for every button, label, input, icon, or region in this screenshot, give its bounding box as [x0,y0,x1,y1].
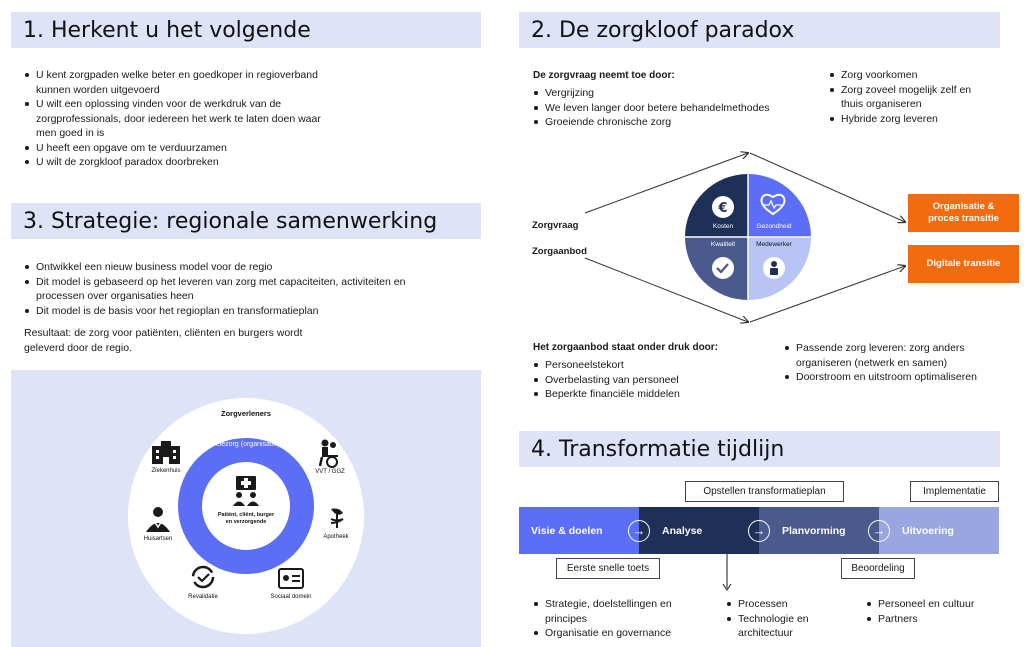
list-item: Beperkte financiële middelen [533,387,753,402]
demand-list: Vergrijzing We leven langer door betere … [533,86,803,130]
list-item: Dit model is gebaseerd op het leveren va… [24,275,424,304]
phase-label: Visie & doelen [531,524,603,537]
orange-box-digitaal: Digitale transitie [908,245,1019,283]
label-zorgvraag: Zorgvraag [532,220,579,231]
arrow-vraag-up [584,153,748,214]
list-item: U kent zorgpaden welke beter en goedkope… [24,68,324,97]
section3-list: Ontwikkel een nieuw business model voor … [24,260,424,318]
list-item: Hybride zorg leveren [829,112,989,127]
box-opstellen: Opstellen transformatieplan [685,481,844,502]
wheelchair-icon [318,439,338,468]
section2-header: 2. De zorgkloof paradox [519,12,1000,48]
phase-label: Planvorming [782,524,846,537]
section4-header: 4. Transformatie tijdlijn [519,431,1000,467]
list-item: Zorg voorkomen [829,68,989,83]
label-kwaliteit: Kwaliteit [710,241,736,248]
box-beoordeling: Beoordeling [841,558,915,579]
patient-icon [233,476,259,506]
list-item: Strategie, doelstellingen en principes [533,597,693,626]
box-implementatie: Implementatie [910,481,999,502]
telezorg-label: Telezorg (organisatie) [212,441,280,448]
arrow-aanbod-down [584,257,748,322]
phase-analyse: → Analyse [628,507,759,554]
list-item: Overbelasting van personeel [533,373,753,388]
list-item: Personeel en cultuur [866,597,1006,612]
timeline-col1: Strategie, doelstellingen en principes O… [533,597,693,641]
arrow-down-right [749,266,905,323]
list-item: Passende zorg leveren: zorg anders organ… [784,341,1004,370]
section3-header: 3. Strategie: regionale samenwerking [11,203,481,239]
arrow-up-right [749,152,905,222]
health-heart-icon [760,193,786,216]
list-item: Processen [726,597,846,612]
diagram-top-label: Zorgverleners [220,409,272,418]
arrow-right-icon: → [628,519,650,542]
supply-heading: Het zorgaanbod staat onder druk door: [533,342,719,353]
box-eerste-toets: Eerste snelle toets [556,558,660,579]
list-item: Groeiende chronische zorg [533,115,803,130]
center-label: Patiënt, cliënt, burger en verzorgende [217,512,275,525]
label-gezondheid: Gezondheid [756,223,792,230]
supply-solutions: Passende zorg leveren: zorg anders organ… [784,341,1004,385]
label-kosten: Kosten [712,223,734,230]
node-vvt: VVT / GGZ [315,469,345,475]
doctor-icon [146,507,170,532]
phase-uitvoering: → Uitvoering [868,507,999,554]
node-huisartsen: Huisartsen [143,536,173,542]
list-item: Vergrijzing [533,86,803,101]
section3-result: Resultaat: de zorg voor patiënten, cliën… [24,327,303,354]
phase-label: Uitvoering [902,524,954,537]
node-revalidatie: Revalidatie [188,594,218,600]
node-ziekenhuis: Ziekenhuis [151,468,181,474]
list-item: Zorg zoveel mogelijk zelf en thuis organ… [829,83,989,112]
section1-header: 1. Herkent u het volgende [11,12,481,48]
list-item: Personeelstekort [533,358,753,373]
node-sociaal: Sociaal domein [270,594,312,600]
section1-list: U kent zorgpaden welke beter en goedkope… [24,68,324,170]
phase-label: Analyse [662,524,703,537]
id-card-icon [278,568,304,589]
list-item: Organisatie en governance [533,626,693,641]
list-item: Technologie en architectuur [726,612,846,641]
supply-list: Personeelstekort Overbelasting van perso… [533,358,753,402]
hospital-icon [152,441,180,464]
timeline-col2: Processen Technologie en architectuur [726,597,846,641]
arrow-right-icon: → [868,519,890,542]
list-item: U wilt een oplossing vinden voor de werk… [24,97,324,141]
list-item: We leven langer door betere behandelmeth… [533,101,803,116]
svg-text:€: € [717,201,727,216]
label-zorgaanbod: Zorgaanbod [532,246,587,257]
phase-planvorming: → Planvorming [748,507,879,554]
checkmark-icon [712,257,734,279]
inner-circle [202,462,290,550]
demand-solutions: Zorg voorkomen Zorg zoveel mogelijk zelf… [829,68,989,126]
phase-visie: Visie & doelen [519,507,639,554]
node-apotheek: Apotheek [323,534,349,540]
timeline-col3: Personeel en cultuur Partners [866,597,1006,626]
demand-heading: De zorgvraag neemt toe door: [533,70,675,81]
list-item: Dit model is de basis voor het regioplan… [24,304,424,319]
list-item: Doorstroom en uitstroom optimaliseren [784,370,1004,385]
arrow-right-icon: → [748,519,770,542]
list-item: Partners [866,612,1006,627]
revalidation-icon [191,565,215,589]
list-item: U wilt de zorgkloof paradox doorbreken [24,155,324,170]
orange-box-organisatie: Organisatie & proces transitie [908,194,1019,232]
list-item: U heeft een opgave om te verduurzamen [24,141,324,156]
euro-icon: € [712,196,734,218]
label-medewerker: Medewerker [756,241,792,248]
list-item: Ontwikkel een nieuw business model voor … [24,260,424,275]
employee-icon [763,257,785,279]
pharmacy-icon [330,508,344,528]
